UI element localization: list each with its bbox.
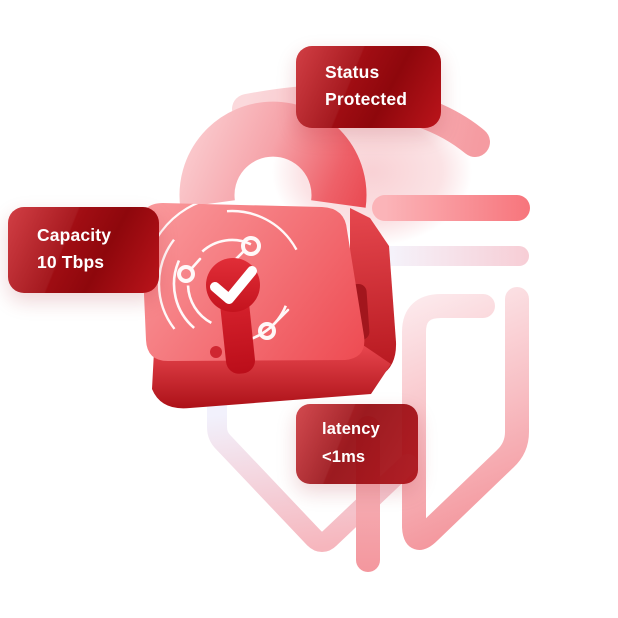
status-badge: Status Protected: [296, 46, 441, 128]
capacity-badge-label: Capacity: [37, 225, 112, 245]
checkmark-icon: [210, 266, 257, 304]
latency-badge-label: latency: [322, 420, 380, 438]
status-badge-label: Status: [325, 62, 380, 82]
status-badge-value: Protected: [325, 89, 408, 109]
radar-node: [241, 236, 261, 256]
padlock-icon: [140, 101, 397, 409]
shield-outline-icon: [402, 287, 529, 550]
latency-badge-value: <1ms: [322, 448, 366, 466]
radar-node: [258, 322, 276, 340]
radar-connector: [271, 308, 290, 327]
inner-shield-outline-icon: [207, 394, 418, 552]
latency-badge: latency <1ms: [296, 404, 418, 484]
padlock-base-notch: [210, 346, 222, 358]
capacity-badge: Capacity 10 Tbps: [8, 207, 159, 293]
radar-node: [177, 265, 195, 283]
keyhole-stem: [220, 293, 255, 374]
capacity-badge-value: 10 Tbps: [37, 252, 105, 272]
radar-connector: [190, 257, 202, 270]
padlock-shackle: [179, 101, 367, 208]
